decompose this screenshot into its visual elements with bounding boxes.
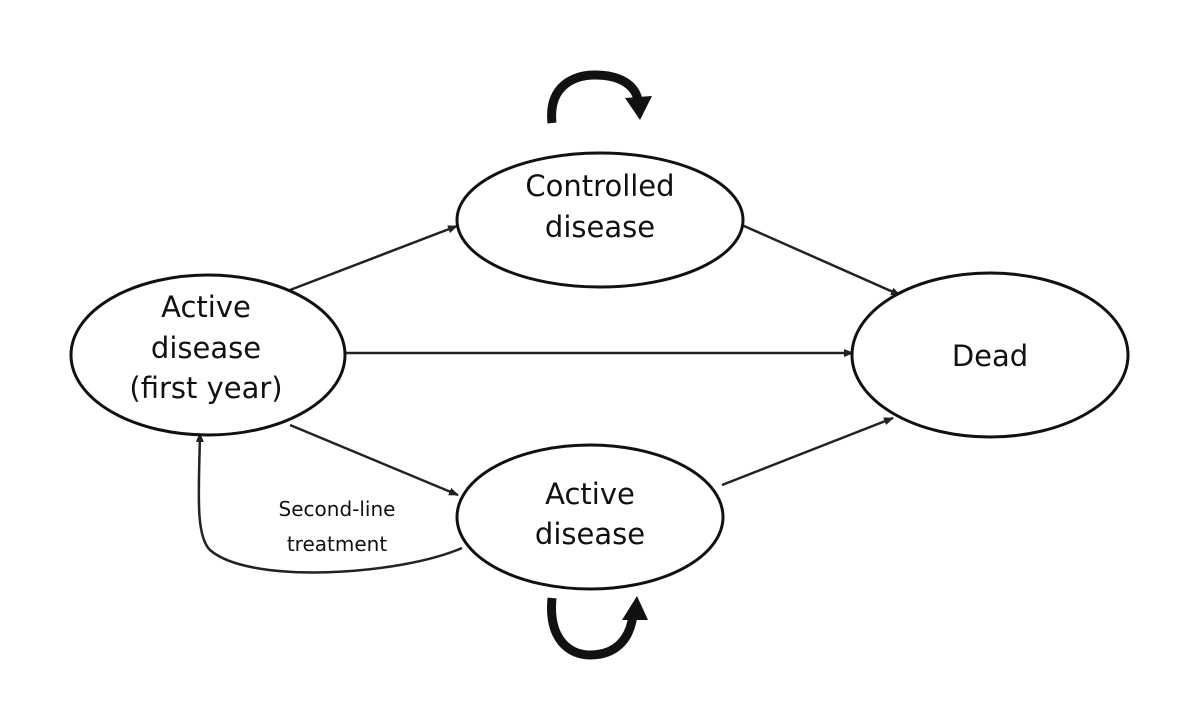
node-controlled-disease: Controlled disease (455, 151, 745, 289)
edge-active-to-dead (721, 416, 894, 487)
svg-text:disease: disease (535, 517, 645, 551)
self-loop-controlled-icon (547, 70, 652, 124)
edge-second-line-treatment (195, 432, 463, 574)
node-dead: Dead (850, 271, 1130, 439)
node-active-disease: Active disease (455, 443, 725, 591)
second-line-label: Second-line (279, 497, 396, 521)
edge-active-first-to-controlled (289, 224, 458, 292)
svg-text:Active: Active (161, 290, 251, 324)
second-line-label-2: treatment (287, 532, 387, 556)
svg-text:disease: disease (545, 210, 655, 244)
svg-text:disease: disease (151, 331, 261, 365)
svg-text:(first year): (first year) (129, 371, 282, 405)
edge-controlled-to-dead (734, 220, 901, 297)
self-loop-active-icon (547, 596, 648, 660)
svg-text:Controlled: Controlled (525, 169, 674, 203)
node-active-disease-first-year: Active disease (first year) (69, 273, 347, 437)
svg-text:Active: Active (545, 477, 635, 511)
svg-text:Dead: Dead (952, 339, 1028, 373)
edge-active-first-to-active (289, 423, 459, 497)
